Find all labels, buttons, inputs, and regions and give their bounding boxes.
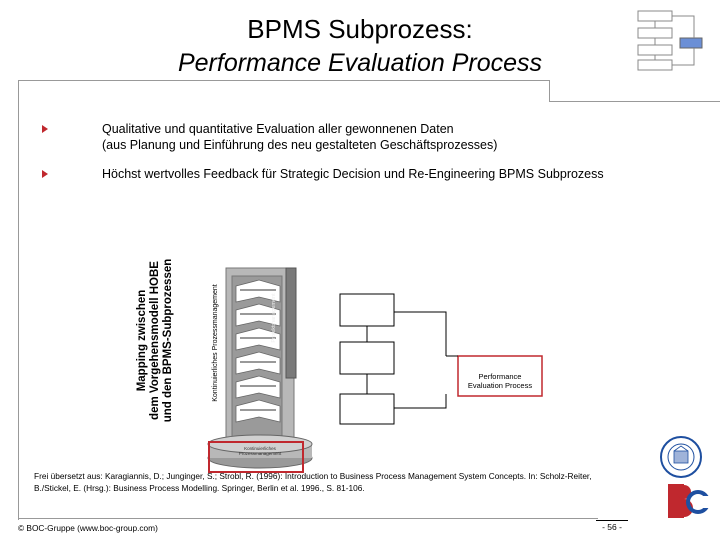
bullet-text-2: Höchst wertvolles Feedback für Strategic… — [102, 167, 604, 181]
footer-divider — [18, 518, 598, 519]
left-frame-line — [18, 80, 19, 520]
header-divider-step — [549, 80, 550, 101]
university-seal-logo — [660, 436, 702, 478]
page-subtitle: Performance Evaluation Process — [177, 49, 543, 77]
subprocess-diagram-icon — [637, 10, 703, 71]
bullet-marker-2 — [42, 170, 48, 178]
source-reference: Frei übersetzt aus: Karagiannis, D.; Jun… — [34, 471, 592, 493]
bullet-marker-1 — [42, 125, 48, 133]
header-divider — [18, 80, 550, 81]
bottom-process-label: Kontinuierliches Prozessmanagement — [238, 446, 282, 456]
bullet-text-1: Qualitative und quantitative Evaluation … — [102, 122, 498, 152]
project-management-label: Projektmanagement — [271, 293, 277, 343]
boc-logo — [668, 484, 710, 518]
mapping-side-label: Mapping zwischen dem Vorgehensmodell HOB… — [136, 258, 174, 423]
copyright-text: © BOC-Gruppe (www.boc-group.com) — [18, 523, 158, 533]
page-number: - 56 - — [596, 520, 628, 532]
performance-evaluation-label: Performance Evaluation Process — [467, 372, 533, 390]
header-divider-right — [549, 101, 720, 102]
page-title: BPMS Subprozess: — [247, 14, 473, 44]
hobe-process-diagram — [207, 267, 543, 473]
